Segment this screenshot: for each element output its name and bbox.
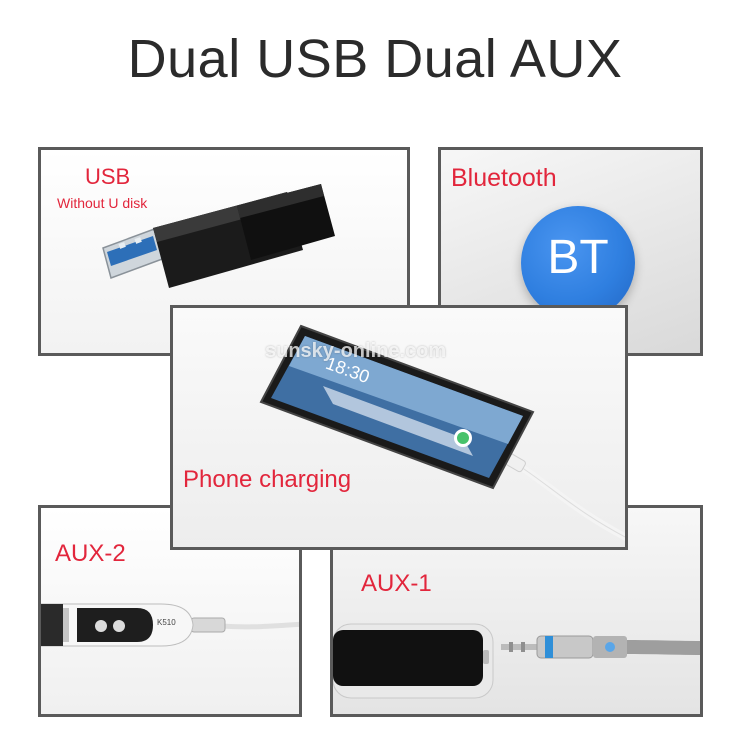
usb-label: USB [85,164,131,189]
watermark-text: sunsky-online.com [265,340,447,362]
bluetooth-badge-icon: BT [521,206,635,320]
aux1-label: AUX-1 [361,570,432,597]
usb-flash-drive-image [102,184,335,288]
phone-charging-label: Phone charging [183,466,352,493]
aux2-label: AUX-2 [55,540,126,567]
page-title: Dual USB Dual AUX [127,29,623,89]
aux2-device-text: K510 [157,618,176,627]
aux1-phone-and-jack-image [333,623,700,699]
bluetooth-badge-text: BT [547,231,609,284]
aux2-device-image [41,603,299,647]
phone-charging-panel: 18:30 Phone charging [170,305,628,550]
smartphone-charging-image [259,324,625,541]
usb-sublabel: Without U disk [57,195,148,211]
bluetooth-label: Bluetooth [451,164,557,192]
